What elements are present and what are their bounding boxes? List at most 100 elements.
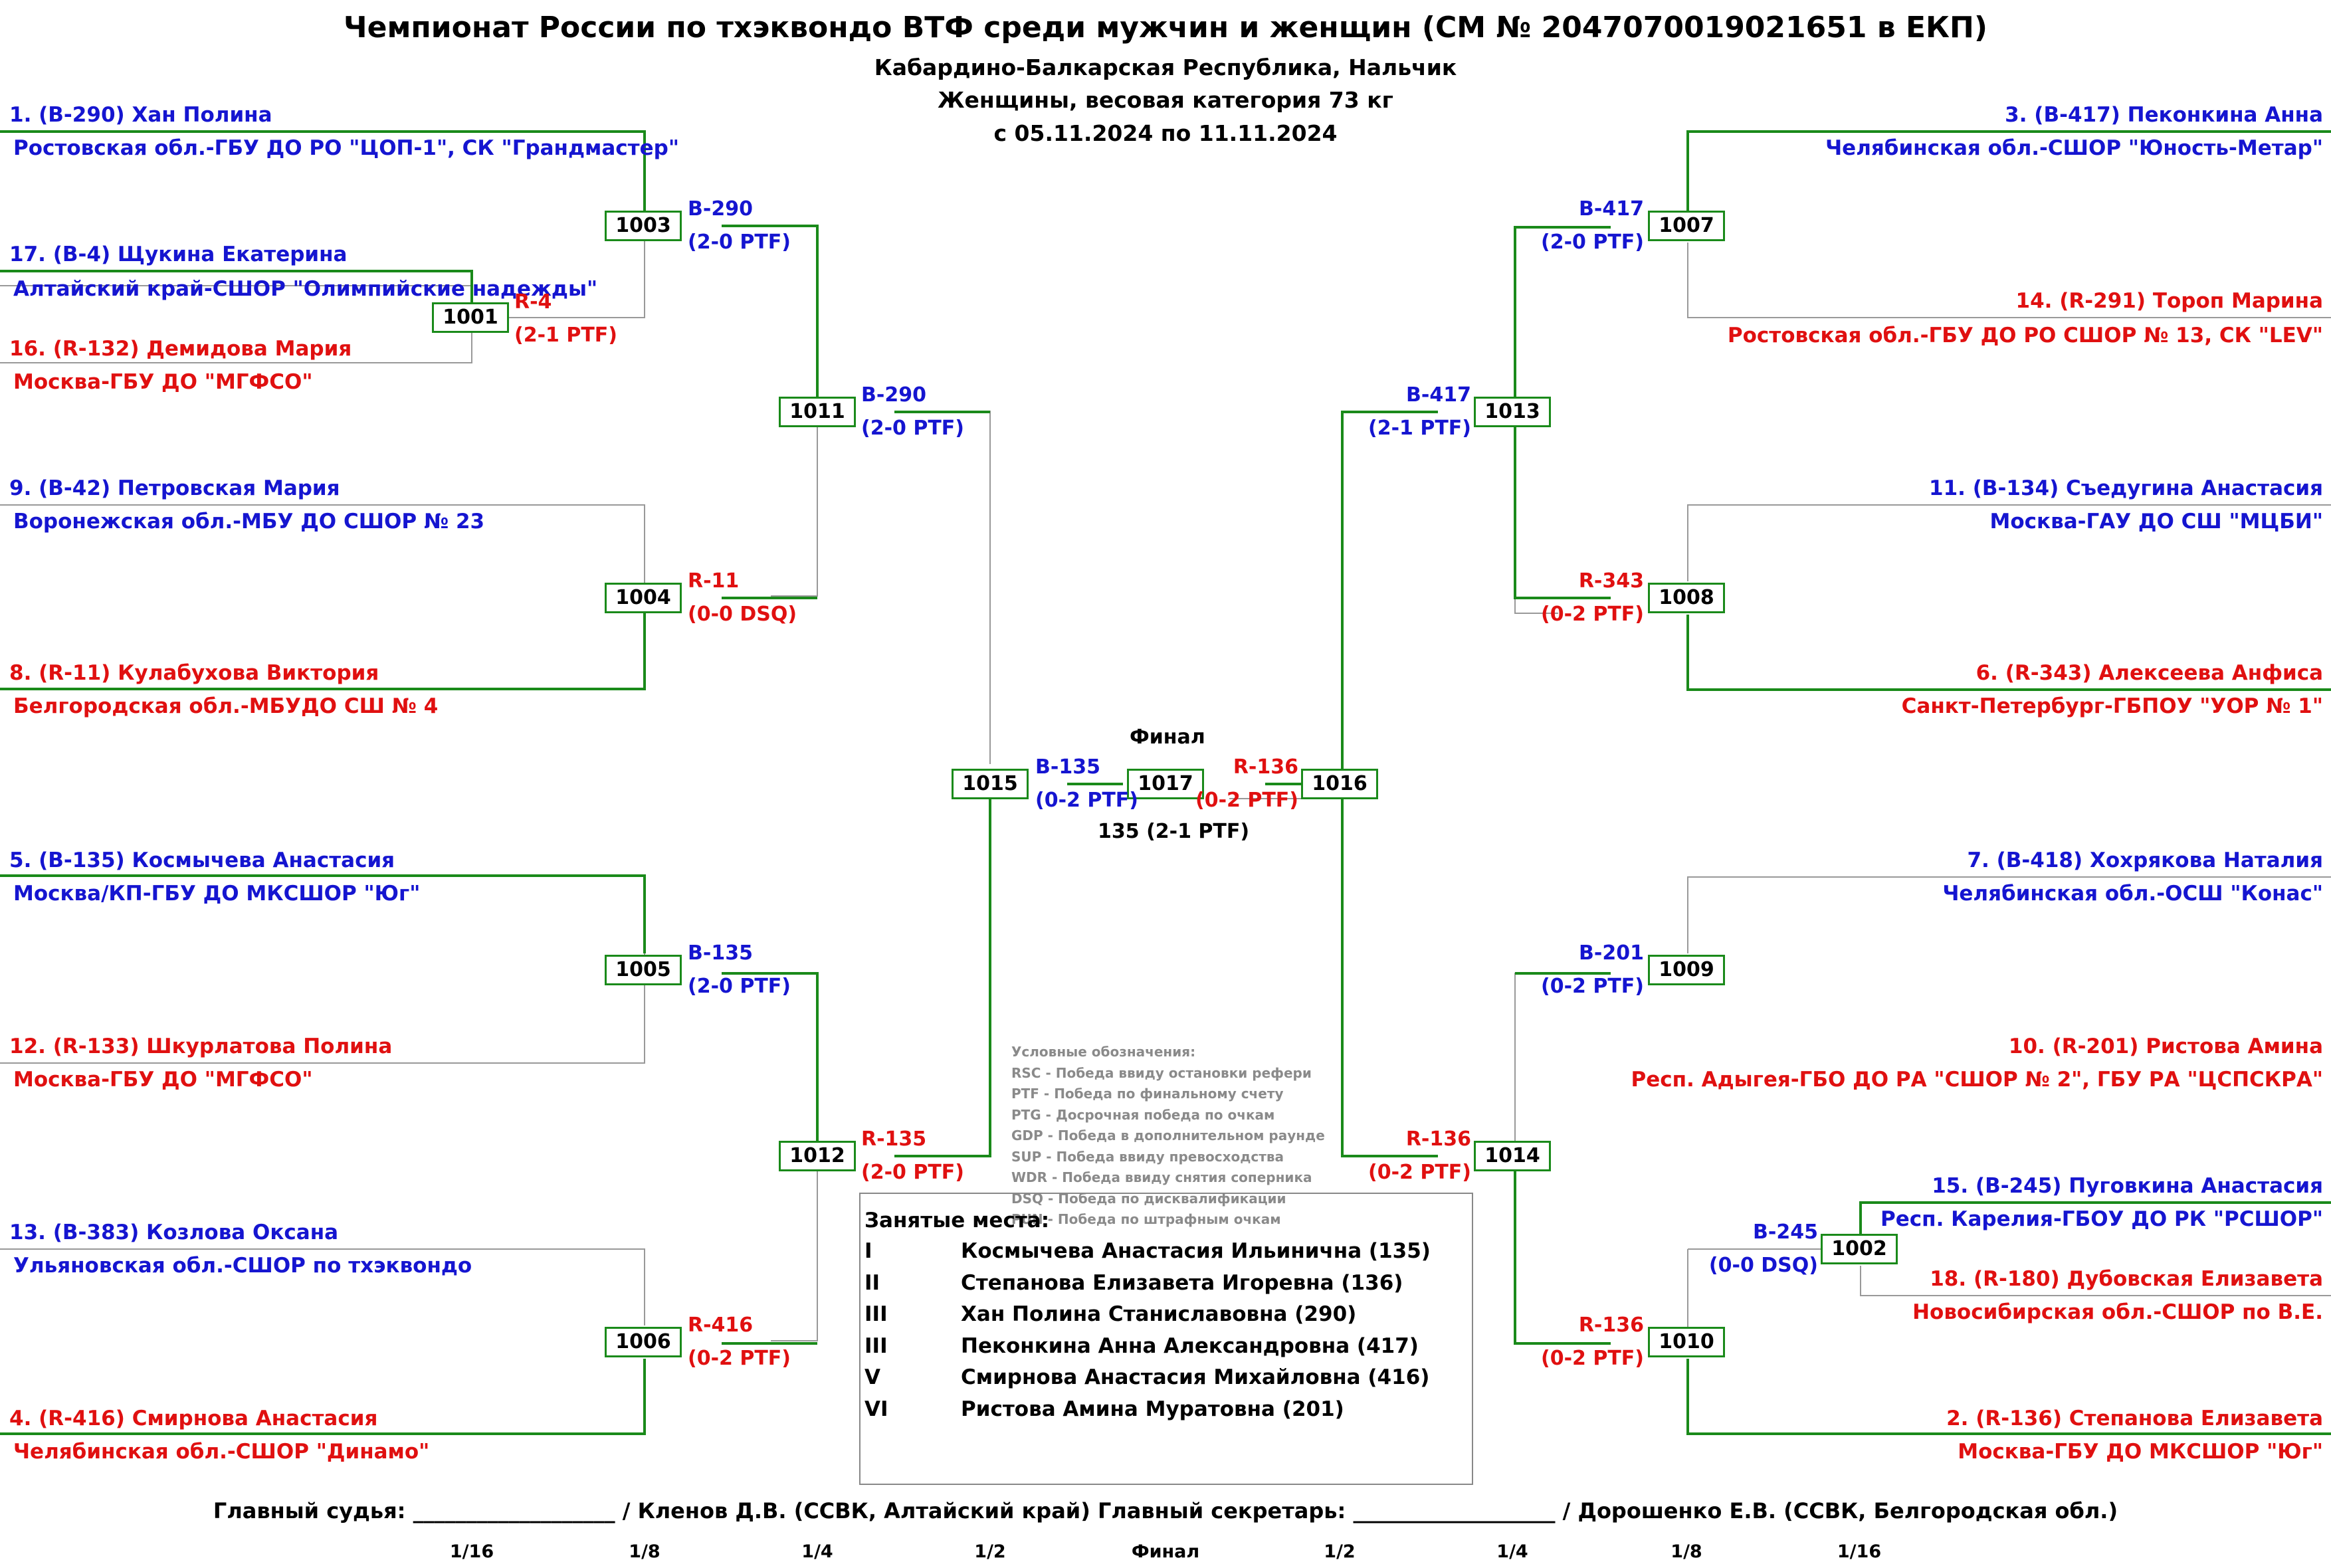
places-title: Занятые места:	[864, 1209, 1050, 1232]
result-1008-score: (0-2 PTF)	[1540, 603, 1644, 626]
legend-gdp: GDP - Победа в дополнительном раунде	[1011, 1127, 1325, 1143]
match-box-1010: 1010	[1648, 1327, 1725, 1357]
legend-ptf: PTF - Победа по финальному счету	[1011, 1086, 1284, 1102]
participant-1-club: Ростовская обл.-ГБУ ДО РО "ЦОП-1", СК "Г…	[13, 136, 679, 160]
participant-10-club: Респ. Адыгея-ГБО ДО РА "СШОР № 2", ГБУ Р…	[1631, 1068, 2323, 1092]
place-row: V Смирнова Анастасия Михайловна (416)	[864, 1365, 1472, 1397]
participant-15-name: 15. (B-245) Пуговкина Анастасия	[1932, 1174, 2323, 1198]
match-box-1005: 1005	[605, 955, 682, 985]
legend-title: Условные обозначения:	[1011, 1044, 1196, 1060]
place-name: Ристова Амина Муратовна (201)	[961, 1397, 1344, 1421]
participant-14-club: Ростовская обл.-ГБУ ДО РО СШОР № 13, СК …	[1727, 324, 2323, 347]
dates-subtitle: с 05.11.2024 по 11.11.2024	[993, 120, 1338, 146]
participant-4-club: Челябинская обл.-СШОР "Динамо"	[13, 1440, 430, 1464]
match-box-1015: 1015	[952, 769, 1029, 799]
round-label-right-8: 1/8	[1671, 1541, 1702, 1562]
result-1003-score: (2-0 PTF)	[688, 231, 791, 254]
result-1010-score: (0-2 PTF)	[1540, 1347, 1644, 1370]
participant-11-name: 11. (B-134) Съедугина Анастасия	[1929, 476, 2323, 500]
participant-15-club: Респ. Карелия-ГБОУ ДО РК "РСШОР"	[1880, 1207, 2323, 1231]
participant-18-club: Новосибирская обл.-СШОР по В.Е.	[1912, 1300, 2323, 1324]
round-label-left-4: 1/4	[801, 1541, 833, 1562]
result-1002-score: (0-0 DSQ)	[1708, 1254, 1818, 1277]
result-1013-id: B-417	[1406, 383, 1471, 407]
participant-17-club: Алтайский край-СШОР "Олимпийские надежды…	[13, 277, 598, 301]
match-box-1007: 1007	[1648, 211, 1725, 241]
gray-connector-lines	[0, 226, 2331, 1341]
match-box-1004: 1004	[605, 583, 682, 613]
result-1009-id: B-201	[1579, 941, 1644, 965]
round-label-left-2: 1/2	[974, 1541, 1006, 1562]
participant-1-name: 1. (B-290) Хан Полина	[9, 103, 272, 127]
match-box-1014: 1014	[1474, 1141, 1551, 1171]
place-name: Пеконкина Анна Александровна (417)	[961, 1333, 1419, 1358]
participant-10-name: 10. (R-201) Ристова Амина	[2008, 1034, 2323, 1058]
participant-7-name: 7. (B-418) Хохрякова Наталия	[1967, 848, 2323, 872]
result-1005-score: (2-0 PTF)	[688, 975, 791, 998]
result-1002-id: B-245	[1753, 1221, 1818, 1244]
result-1004-id: R-11	[688, 569, 740, 593]
match-box-1012: 1012	[779, 1141, 856, 1171]
result-1012-score: (2-0 PTF)	[861, 1161, 965, 1184]
match-box-1011: 1011	[779, 397, 856, 427]
result-1010-id: R-136	[1578, 1314, 1644, 1337]
participant-13-club: Ульяновская обл.-СШОР по тхэквондо	[13, 1254, 472, 1278]
result-1007-score: (2-0 PTF)	[1540, 231, 1644, 254]
place-name: Степанова Елизавета Игоревна (136)	[961, 1270, 1403, 1295]
participant-16-club: Москва-ГБУ ДО "МГФСО"	[13, 370, 313, 394]
legend-rsc: RSC - Победа ввиду остановки рефери	[1011, 1064, 1312, 1081]
round-label-right-4: 1/4	[1496, 1541, 1528, 1562]
region-subtitle: Кабардино-Балкарская Республика, Нальчик	[874, 54, 1457, 80]
legend-wdr: WDR - Победа ввиду снятия соперника	[1011, 1169, 1312, 1185]
final-label: Финал	[1130, 726, 1205, 749]
match-box-1009: 1009	[1648, 955, 1725, 985]
match-box-1001: 1001	[432, 302, 509, 333]
participant-6-name: 6. (R-343) Алексеева Анфиса	[1976, 661, 2323, 685]
participant-5-club: Москва/КП-ГБУ ДО МКСШОР "Юг"	[13, 882, 421, 906]
participant-16-name: 16. (R-132) Демидова Мария	[9, 337, 352, 361]
participant-3-name: 3. (B-417) Пеконкина Анна	[2005, 103, 2323, 127]
place-row: VI Ристова Амина Муратовна (201)	[864, 1397, 1472, 1429]
round-label-right-2: 1/2	[1324, 1541, 1356, 1562]
match-box-1017: 1017	[1127, 769, 1204, 799]
match-box-1016: 1016	[1301, 769, 1378, 799]
result-1016-id: R-136	[1233, 755, 1298, 779]
place-name: Смирнова Анастасия Михайловна (416)	[961, 1365, 1430, 1389]
result-1014-id: R-136	[1405, 1127, 1471, 1151]
result-1006-id: R-416	[688, 1314, 754, 1337]
legend-pun: PUN - Победа по штрафным очкам	[1011, 1211, 1281, 1227]
final-result: 135 (2-1 PTF)	[1098, 820, 1250, 843]
participant-17-name: 17. (B-4) Щукина Екатерина	[9, 243, 348, 266]
result-1013-score: (2-1 PTF)	[1368, 417, 1471, 440]
result-1004-score: (0-0 DSQ)	[688, 603, 797, 626]
place-rank: VI	[864, 1397, 888, 1421]
participant-12-club: Москва-ГБУ ДО "МГФСО"	[13, 1068, 313, 1092]
place-rank: V	[864, 1365, 880, 1389]
place-name: Космычева Анастасия Ильинична (135)	[961, 1239, 1431, 1263]
match-box-1008: 1008	[1648, 583, 1725, 613]
participant-6-club: Санкт-Петербург-ГБПОУ "УОР № 1"	[1901, 694, 2323, 718]
place-rank: III	[864, 1302, 888, 1326]
participant-11-club: Москва-ГАУ ДО СШ "МЦБИ"	[1989, 510, 2323, 534]
result-1006-score: (0-2 PTF)	[688, 1347, 791, 1370]
result-1015-id: B-135	[1035, 755, 1100, 779]
green-winner-lines	[0, 130, 2331, 1435]
result-1015-score: (0-2 PTF)	[1035, 789, 1139, 812]
round-label-final: Финал	[1131, 1541, 1200, 1562]
result-1012-id: R-135	[861, 1127, 927, 1151]
legend-sup: SUP - Победа ввиду превосходства	[1011, 1148, 1284, 1165]
result-1011-id: B-290	[861, 383, 926, 407]
participant-9-club: Воронежская обл.-МБУ ДО СШОР № 23	[13, 510, 485, 534]
match-box-1006: 1006	[605, 1327, 682, 1357]
result-1008-id: R-343	[1578, 569, 1644, 593]
signatures-footer: Главный судья: ___________________ / Кле…	[213, 1498, 2118, 1523]
participant-2-club: Москва-ГБУ ДО МКСШОР "Юг"	[1958, 1440, 2323, 1464]
participant-9-name: 9. (B-42) Петровская Мария	[9, 476, 340, 500]
participant-13-name: 13. (B-383) Козлова Оксана	[9, 1221, 339, 1244]
round-label-left-16: 1/16	[449, 1541, 494, 1562]
